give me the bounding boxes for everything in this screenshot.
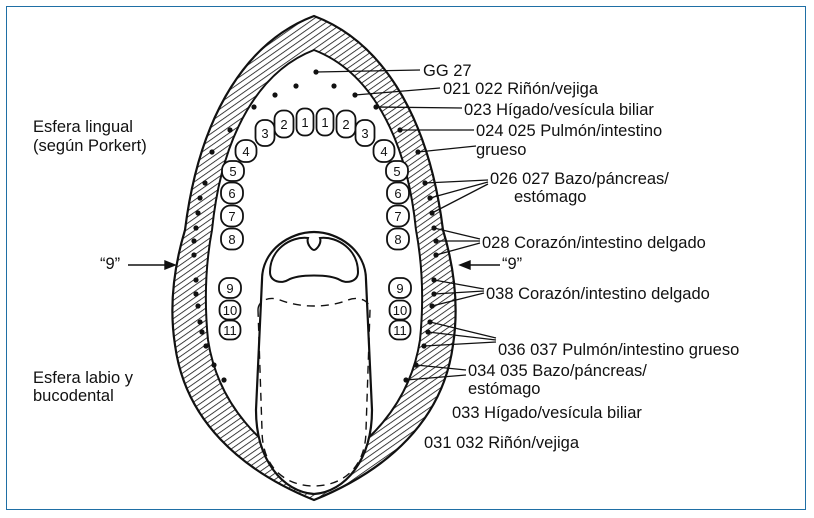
upper-right-tooth-4: 4 [372, 139, 396, 163]
label-038: 038 Corazón/intestino delgado [486, 285, 710, 303]
acupoint-left-20 [221, 377, 227, 383]
lower-left-tooth-11-number: 11 [223, 323, 237, 338]
acupoint-left-10 [193, 225, 199, 231]
label-021-022: 021 022 Riñón/vejiga [443, 80, 599, 98]
acupoint-left-14 [193, 291, 199, 297]
upper-left-tooth-2-number: 2 [280, 117, 287, 132]
label-024-025-line1: 024 025 Pulmón/intestino [476, 122, 663, 140]
acupoint-left-7 [202, 180, 208, 186]
acupoint-left-11 [191, 238, 197, 244]
upper-left-tooth-2: 2 [273, 109, 295, 139]
upper-left-tooth-7-number: 7 [228, 209, 235, 224]
upper-left-tooth-3: 3 [254, 119, 276, 147]
acupoint-left-6 [209, 149, 215, 155]
acupoint-left-18 [203, 343, 209, 349]
acupoint-left-8 [197, 195, 203, 201]
tongue-inner-dashed [257, 297, 371, 487]
lower-teeth: 9 10 11 9 10 11 [218, 277, 412, 341]
upper-right-tooth-7-number: 7 [394, 209, 401, 224]
acupoint-left-16 [197, 319, 203, 325]
acupoint-left-2 [293, 83, 299, 89]
upper-left-tooth-3-number: 3 [261, 126, 268, 141]
label-028: 028 Corazón/intestino delgado [482, 234, 706, 252]
upper-right-tooth-2: 2 [335, 109, 357, 139]
label-031-032: 031 032 Riñón/vejiga [424, 434, 580, 452]
upper-right-tooth-3: 3 [354, 119, 376, 147]
upper-left-tooth-8: 8 [220, 227, 244, 251]
acupoint-left-12 [191, 252, 197, 258]
lower-right-tooth-10-number: 10 [393, 303, 407, 318]
upper-right-tooth-5: 5 [385, 160, 409, 182]
acupoint-left-17 [199, 329, 205, 335]
label-gg27: GG 27 [423, 62, 472, 80]
nine-arrow-right [458, 259, 500, 271]
lower-right-tooth-11-number: 11 [393, 323, 407, 338]
upper-right-tooth-1: 1 [315, 107, 335, 137]
tongue-outline [254, 230, 374, 496]
leader-lines [315, 69, 497, 381]
upper-right-tooth-7: 7 [386, 204, 410, 228]
upper-left-tooth-6-number: 6 [228, 186, 235, 201]
uvula-palate [268, 236, 360, 283]
label-nine-right: “9” [502, 255, 523, 273]
nine-arrow-left [128, 259, 177, 271]
label-033: 033 Hígado/vesícula biliar [452, 404, 642, 422]
acupoint-left-5 [227, 127, 233, 133]
upper-right-tooth-8-number: 8 [394, 232, 401, 247]
upper-left-tooth-1: 1 [295, 107, 315, 137]
label-esfera-labio-line1: Esfera labio y [33, 369, 133, 387]
label-nine-left: “9” [100, 255, 121, 273]
acupoint-left-3 [272, 92, 278, 98]
upper-right-tooth-6: 6 [386, 181, 410, 205]
upper-left-tooth-4: 4 [234, 139, 258, 163]
acupoint-left-15 [195, 303, 201, 309]
lower-right-tooth-10: 10 [388, 299, 412, 321]
lower-left-tooth-9: 9 [218, 277, 242, 299]
upper-left-tooth-5: 5 [221, 160, 245, 182]
lower-right-tooth-9: 9 [388, 277, 412, 299]
label-esfera-lingual-line2: (según Porkert) [33, 137, 147, 155]
lower-left-tooth-10-number: 10 [223, 303, 237, 318]
upper-right-tooth-1-number: 1 [321, 115, 328, 130]
upper-right-tooth-8: 8 [386, 227, 410, 251]
upper-right-tooth-4-number: 4 [380, 144, 387, 159]
label-034-035-line1: 034 035 Bazo/páncreas/ [468, 362, 647, 380]
acupoint-left-19 [211, 362, 217, 368]
label-026-027-line2: estómago [514, 188, 587, 206]
label-026-027-line1: 026 027 Bazo/páncreas/ [490, 170, 669, 188]
label-esfera-lingual-line1: Esfera lingual [33, 118, 133, 136]
lower-right-tooth-11: 11 [388, 319, 412, 341]
upper-left-tooth-1-number: 1 [301, 115, 308, 130]
upper-right-tooth-3-number: 3 [361, 126, 368, 141]
upper-right-tooth-6-number: 6 [394, 186, 401, 201]
lower-left-tooth-10: 10 [218, 299, 242, 321]
acupoint-left-13 [193, 277, 199, 283]
upper-right-tooth-2-number: 2 [342, 117, 349, 132]
upper-left-tooth-5-number: 5 [229, 164, 236, 179]
label-023: 023 Hígado/vesícula biliar [464, 101, 654, 119]
acupoint-right-2 [331, 83, 337, 89]
label-esfera-labio-line2: bucodental [33, 387, 114, 405]
upper-left-tooth-6: 6 [220, 181, 244, 205]
label-034-035-line2: estómago [468, 380, 541, 398]
lower-left-tooth-11: 11 [218, 319, 242, 341]
lower-left-tooth-9-number: 9 [226, 281, 233, 296]
acupoint-left-4 [251, 104, 257, 110]
upper-left-tooth-4-number: 4 [242, 144, 249, 159]
upper-left-tooth-8-number: 8 [228, 232, 235, 247]
label-024-025-line2: grueso [476, 141, 527, 159]
upper-left-tooth-7: 7 [220, 204, 244, 228]
upper-right-tooth-5-number: 5 [393, 164, 400, 179]
acupoint-left-9 [195, 210, 201, 216]
lower-right-tooth-9-number: 9 [396, 281, 403, 296]
label-036-037: 036 037 Pulmón/intestino grueso [498, 341, 740, 359]
